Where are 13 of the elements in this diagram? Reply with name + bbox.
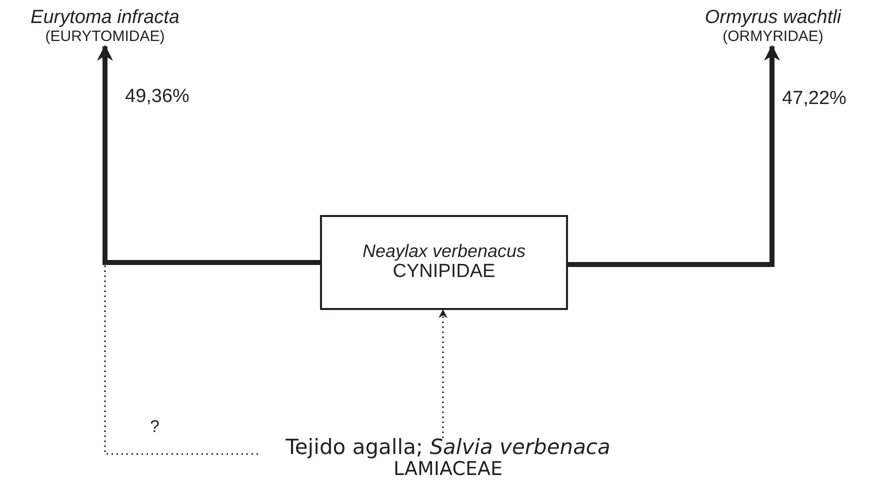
taxon-name: Neaylax verbenacus: [361, 242, 527, 262]
family-name: CYNIPIDAE: [392, 262, 496, 283]
taxon-name: Tejido agalla; Salvia verbenaca: [284, 436, 612, 460]
family-name: (ORMYRIDAE): [722, 28, 824, 46]
arrow: [568, 44, 780, 267]
family-name: LAMIACEAE: [394, 459, 504, 480]
arrow: [438, 309, 448, 438]
taxon-box: [320, 215, 568, 310]
taxon-name: Eurytoma infracta: [30, 8, 180, 29]
connector-line: [104, 266, 258, 455]
family-name: (EURYTOMIDAE): [44, 28, 166, 46]
taxon-name: Ormyrus wachtli: [704, 8, 842, 29]
arrow: [97, 44, 320, 265]
